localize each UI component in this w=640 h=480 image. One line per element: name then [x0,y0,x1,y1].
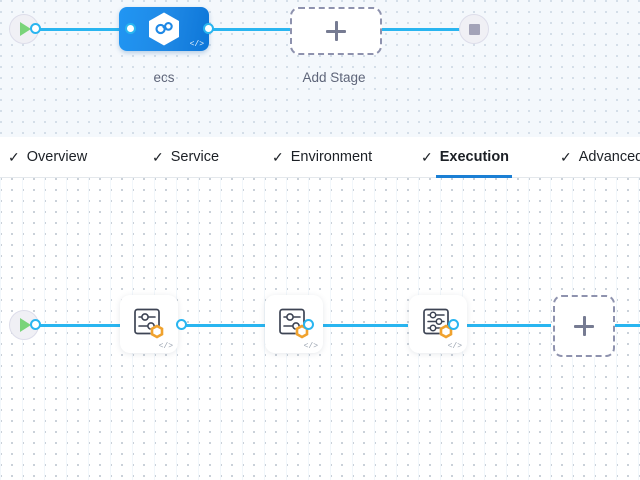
check-icon: ✓ [272,149,284,165]
check-icon: ✓ [152,149,164,165]
step-card-ecs-service-setup[interactable]: </> [120,295,178,353]
tab-environment-label: Environment [290,149,373,165]
pipeline-end-node[interactable] [459,14,489,44]
add-stage-button[interactable] [290,7,382,55]
exec-port-step2-out[interactable] [303,319,314,330]
tab-environment[interactable]: ✓ Environment [272,137,372,177]
step-code-marker: </> [158,342,173,351]
add-stage-label: Add Stage [302,70,366,85]
hexagon-infinity-icon [149,12,179,46]
exec-wire-step1-to-step2 [183,324,278,327]
sliders-settings-icon [134,308,164,339]
tab-service[interactable]: ✓ Service [152,137,219,177]
stop-square-icon [468,23,480,35]
exec-wire-start-to-step1 [30,324,155,327]
tab-overview-label: Overview [26,149,88,165]
tab-advanced-label: Advanced [578,149,640,165]
plus-icon [574,316,594,336]
plus-icon [326,21,346,41]
stage-label-ecs: ecs [153,70,175,85]
tab-overview[interactable]: ✓ Overview [8,137,87,177]
exec-wire-step2-to-step3 [308,324,408,327]
tab-execution-label: Execution [439,149,510,165]
exec-port-step1-out[interactable] [176,319,187,330]
tab-service-label: Service [170,149,220,165]
step-code-marker: </> [447,342,462,351]
stage-port-ecs-in[interactable] [125,23,136,34]
play-icon [20,318,31,332]
tab-active-underline [436,175,513,178]
check-icon: ✓ [8,149,20,165]
stage-wire-ecs-to-add [205,28,295,31]
check-icon: ✓ [421,149,433,165]
stage-canvas[interactable]: </> ecs Add Stage [0,0,640,137]
stage-port-ecs-out[interactable] [203,23,214,34]
aws-hexagon-badge [150,324,164,339]
section-tab-bar: ✓ Overview ✓ Service ✓ Environment ✓ Exe… [0,137,640,178]
stage-wire-start-to-ecs [30,28,130,31]
stage-port-start-out[interactable] [30,23,41,34]
tab-execution[interactable]: ✓ Execution [421,137,513,178]
stage-wire-add-to-end [375,28,467,31]
exec-port-start-out[interactable] [30,319,41,330]
stage-code-marker: </> [189,40,204,49]
add-step-button[interactable] [553,295,615,357]
tab-advanced[interactable]: ✓ Advanced [560,137,640,177]
step-code-marker: </> [303,342,318,351]
step-card-50-percent-traffic-increase[interactable]: </> [265,295,323,353]
check-icon: ✓ [560,149,572,165]
exec-wire-add-to-next [612,324,640,327]
execution-canvas[interactable]: </> ECS Service Setup </> 50 Percent Tra… [0,178,640,480]
exec-port-step3-out[interactable] [448,319,459,330]
play-icon [20,22,31,36]
exec-wire-step3-to-add [455,324,551,327]
